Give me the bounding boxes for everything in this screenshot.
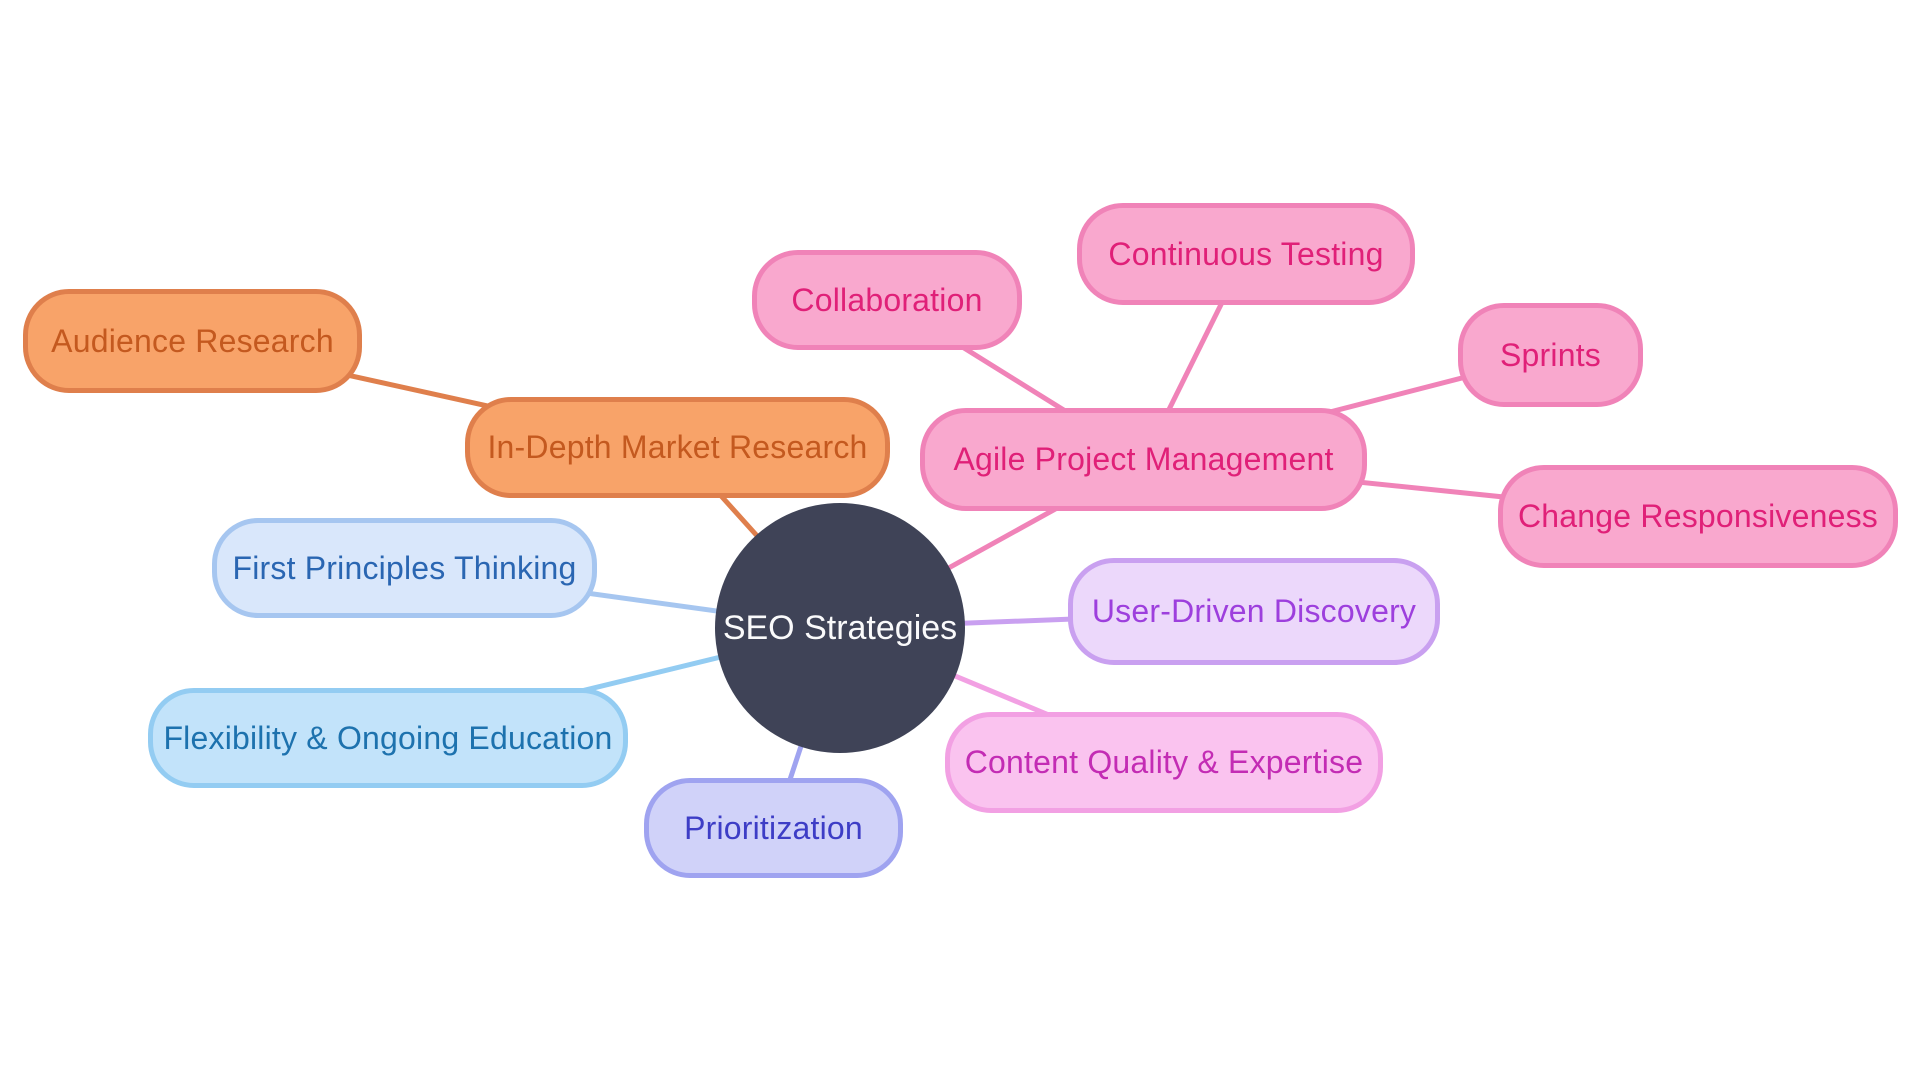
node-label: Content Quality & Expertise xyxy=(964,744,1364,780)
node-label: Agile Project Management xyxy=(953,441,1334,477)
node-first-principles-thinking[interactable]: First Principles Thinking xyxy=(212,518,597,618)
node-prioritization[interactable]: Prioritization xyxy=(644,778,903,878)
node-continuous-testing[interactable]: Continuous Testing xyxy=(1077,203,1415,305)
node-agile-project-management[interactable]: Agile Project Management xyxy=(920,408,1367,511)
node-sprints[interactable]: Sprints xyxy=(1458,303,1643,407)
node-in-depth-market-research[interactable]: In-Depth Market Research xyxy=(465,397,890,498)
node-label: In-Depth Market Research xyxy=(487,429,868,465)
node-label: Flexibility & Ongoing Education xyxy=(163,719,613,756)
node-label: First Principles Thinking xyxy=(232,549,577,586)
node-collaboration[interactable]: Collaboration xyxy=(752,250,1022,350)
node-label: Change Responsiveness xyxy=(1518,498,1878,534)
node-user-driven-discovery[interactable]: User-Driven Discovery xyxy=(1068,558,1440,665)
node-audience-research[interactable]: Audience Research xyxy=(23,289,362,393)
node-seo-strategies-center[interactable]: SEO Strategies xyxy=(715,503,965,753)
node-label: Sprints xyxy=(1500,336,1601,373)
node-change-responsiveness[interactable]: Change Responsiveness xyxy=(1498,465,1898,568)
node-label: User-Driven Discovery xyxy=(1091,593,1417,629)
center-label: SEO Strategies xyxy=(722,608,958,647)
node-label: Prioritization xyxy=(684,809,863,846)
node-label: Collaboration xyxy=(791,281,983,318)
node-label: Audience Research xyxy=(51,322,334,359)
node-content-quality-expertise[interactable]: Content Quality & Expertise xyxy=(945,712,1383,813)
node-label: Continuous Testing xyxy=(1108,235,1384,272)
node-flexibility-ongoing-education[interactable]: Flexibility & Ongoing Education xyxy=(148,688,628,788)
